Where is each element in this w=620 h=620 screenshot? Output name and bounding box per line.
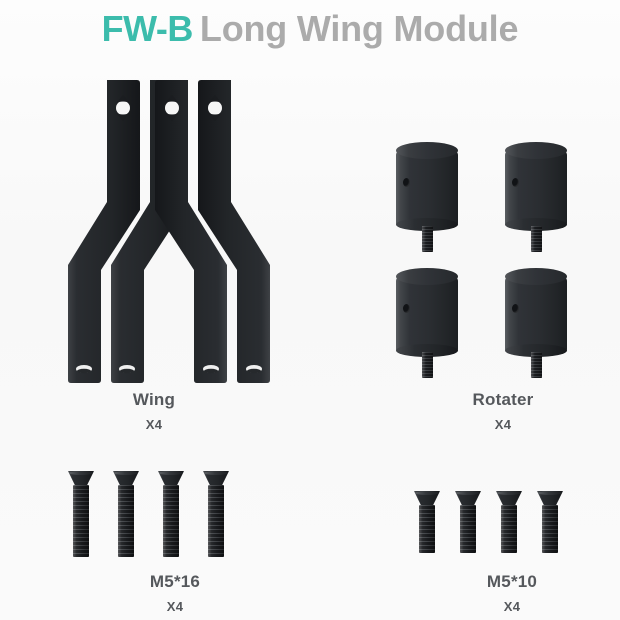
screw-head: [414, 491, 440, 507]
rotater-top-cap: [505, 142, 567, 159]
rotater-side-hole: [512, 178, 519, 187]
part-qty: X4: [503, 599, 521, 614]
rotater-body: [505, 276, 567, 354]
rotater-body: [505, 150, 567, 228]
part-name: Rotater: [472, 390, 534, 409]
rotater-side-hole: [403, 178, 410, 187]
wing-part: [155, 80, 227, 385]
screw-shaft: [542, 505, 558, 553]
wing-shape: [68, 80, 140, 383]
screw-shaft: [118, 485, 134, 557]
part-name: M5*10: [486, 572, 538, 591]
rotater-threaded-stud: [531, 226, 542, 252]
rotater-part: [505, 268, 567, 378]
rotater-threaded-stud: [422, 352, 433, 378]
wing-part: [68, 80, 140, 385]
screw-shaft: [501, 505, 517, 553]
rotater-top-cap: [505, 268, 567, 285]
wing-shape: [198, 80, 270, 383]
rotater-side-hole: [512, 304, 519, 313]
rotater-top-cap: [396, 268, 458, 285]
rotater-body: [396, 150, 458, 228]
screw-head: [203, 471, 229, 487]
rotater-threaded-stud: [422, 226, 433, 252]
rotater-bottom-edge: [505, 218, 567, 231]
rotater-part: [396, 268, 458, 378]
part-qty: X4: [166, 599, 184, 614]
rotater-side-hole: [403, 304, 410, 313]
label-screw-m5x16: M5*16 X4: [125, 572, 225, 614]
screw-shaft: [460, 505, 476, 553]
wing-shape: [155, 80, 227, 383]
screw-shaft: [419, 505, 435, 553]
screw-shaft: [73, 485, 89, 557]
screw-shaft: [208, 485, 224, 557]
rotater-bottom-edge: [505, 344, 567, 357]
page-title-rest: Long Wing Module: [199, 8, 519, 49]
part-name: M5*16: [149, 572, 201, 591]
wing-part: [111, 80, 183, 385]
label-rotater: Rotater X4: [453, 390, 553, 432]
screw-head: [537, 491, 563, 507]
rotater-top-cap: [396, 142, 458, 159]
rotater-body: [396, 276, 458, 354]
screw-head: [68, 471, 94, 487]
page-title-code: FW-B: [101, 8, 194, 49]
screw-head: [455, 491, 481, 507]
label-screw-m5x10: M5*10 X4: [462, 572, 562, 614]
wing-part: [198, 80, 270, 385]
screw-head: [113, 471, 139, 487]
rotater-bottom-edge: [396, 344, 458, 357]
rotater-bottom-edge: [396, 218, 458, 231]
part-qty: X4: [494, 417, 512, 432]
label-wing: Wing X4: [104, 390, 204, 432]
rotater-part: [505, 142, 567, 252]
screw-shaft: [163, 485, 179, 557]
screw-head: [496, 491, 522, 507]
part-qty: X4: [145, 417, 163, 432]
rotater-threaded-stud: [531, 352, 542, 378]
rotater-part: [396, 142, 458, 252]
part-name: Wing: [132, 390, 176, 409]
screw-head: [158, 471, 184, 487]
